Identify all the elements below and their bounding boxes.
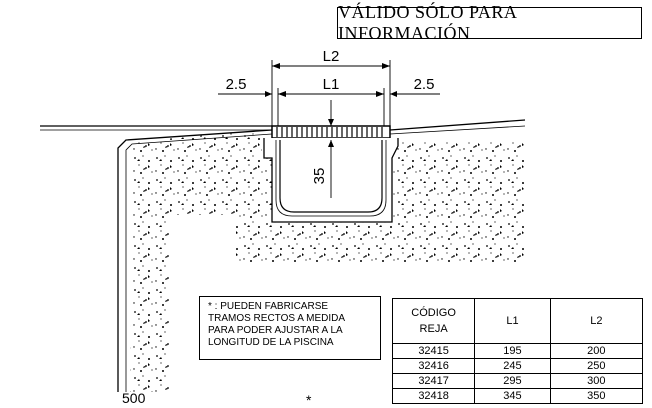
cell-l1: 245 bbox=[474, 358, 551, 374]
cell-l2: 350 bbox=[549, 388, 644, 404]
grating-code-table: CÓDIGO REJA L1 L2 32415 195 200 32416 24… bbox=[391, 298, 644, 404]
cell-code: 32415 bbox=[391, 343, 476, 359]
cell-l1: 195 bbox=[474, 343, 551, 359]
partial-dimension-500: 500 bbox=[122, 390, 146, 406]
note-line: LONGITUD DE LA PISCINA bbox=[208, 337, 334, 348]
l2-label: L2 bbox=[323, 48, 340, 65]
cell-code: 32416 bbox=[391, 358, 476, 374]
left-margin-label: 2.5 bbox=[226, 76, 247, 93]
right-margin-label: 2.5 bbox=[414, 76, 435, 93]
grating-bars bbox=[276, 127, 383, 137]
header-code: CÓDIGO REJA bbox=[391, 298, 476, 344]
table-row: 32418 345 350 bbox=[391, 388, 644, 404]
depth-label: 35 bbox=[311, 168, 328, 185]
cell-l2: 300 bbox=[549, 373, 644, 389]
header-l1: L1 bbox=[474, 298, 551, 344]
header-l2: L2 bbox=[549, 298, 644, 344]
information-only-banner: VÁLIDO SÓLO PARA INFORMACIÓN bbox=[337, 2, 642, 43]
concrete-bed bbox=[130, 130, 525, 392]
table-row: 32416 245 250 bbox=[391, 358, 644, 374]
table-row: 32417 295 300 bbox=[391, 373, 644, 389]
cell-code: 32418 bbox=[391, 388, 476, 404]
table-header-row: CÓDIGO REJA L1 L2 bbox=[391, 298, 644, 344]
l1-label: L1 bbox=[323, 76, 340, 93]
note-line: TRAMOS RECTOS A MEDIDA bbox=[208, 313, 346, 324]
table-row: 32415 195 200 bbox=[391, 343, 644, 359]
cell-l2: 250 bbox=[549, 358, 644, 374]
cell-l1: 345 bbox=[474, 388, 551, 404]
cell-l1: 295 bbox=[474, 373, 551, 389]
cell-code: 32417 bbox=[391, 373, 476, 389]
asterisk-marker: * bbox=[306, 392, 312, 408]
cell-l2: 200 bbox=[549, 343, 644, 359]
note-line: * : PUEDEN FABRICARSE bbox=[208, 301, 329, 312]
fabrication-note: * : PUEDEN FABRICARSE TRAMOS RECTOS A ME… bbox=[199, 296, 381, 360]
pool-wall-line bbox=[117, 129, 273, 392]
note-line: PARA PODER AJUSTAR A LA bbox=[208, 325, 343, 336]
